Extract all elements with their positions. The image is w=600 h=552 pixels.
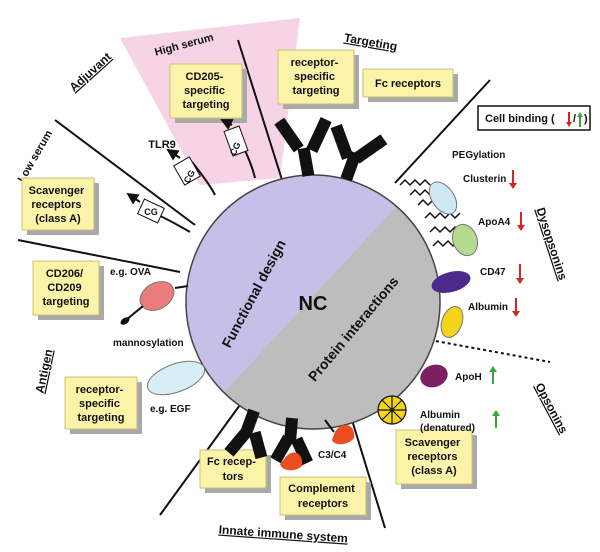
albumin-denatured-shape xyxy=(377,395,407,425)
receptor-left-box-text: receptor- specific targeting xyxy=(76,384,127,424)
ova-ellipse xyxy=(139,281,175,311)
section-dysopsonins: Dysopsonins xyxy=(534,206,571,282)
pegylation-label: PEGylation xyxy=(452,150,505,161)
nc-label: NC xyxy=(299,293,328,315)
antibody-bottom-2 xyxy=(270,417,313,466)
divider-upper-left xyxy=(54,119,196,226)
cd47-label: CD47 xyxy=(480,267,506,278)
albumin-down-arrow xyxy=(512,298,520,317)
cd47-down-arrow xyxy=(516,264,524,284)
albumin-denatured-up-arrow xyxy=(492,410,500,428)
egf-ellipse xyxy=(146,360,206,396)
cell-binding-legend xyxy=(477,105,591,131)
section-opsonins: Opsonins xyxy=(532,380,570,436)
scavenger-right-box-text: Scavenger receptors (class A) xyxy=(405,437,464,477)
legend-down-arrow-head xyxy=(566,122,572,127)
scavenger-right-box xyxy=(395,429,473,485)
fc-top-box xyxy=(362,68,454,98)
divider-upper-right xyxy=(394,79,491,184)
egf-label: e.g. EGF xyxy=(150,404,191,415)
complement-protein-2 xyxy=(332,424,355,445)
cd47-shape xyxy=(431,271,471,293)
cell-binding-text: Cell binding ( xyxy=(485,113,555,125)
low-serum-label: Low serum xyxy=(16,128,56,184)
apoh-up-arrow xyxy=(489,366,497,384)
cg-chain-3: CG xyxy=(126,192,191,233)
cd206-box-text: CD206/ CD209 targeting xyxy=(42,268,89,308)
albumin-shape xyxy=(440,306,464,338)
apoa4-shape xyxy=(451,223,479,257)
mannosylation-label: mannosylation xyxy=(113,338,184,349)
scavenger-left-box xyxy=(21,177,95,231)
cd205-box xyxy=(169,63,243,119)
nc-right-half xyxy=(186,175,440,429)
complement-protein-1 xyxy=(280,452,303,471)
clusterin-shape xyxy=(428,181,458,215)
fc-bottom-box-text: Fc recep- tors xyxy=(207,456,259,483)
complement-box-text: Complement receptors xyxy=(288,483,358,510)
clusterin-label: Clusterin xyxy=(463,174,506,185)
antibody-top-2 xyxy=(330,123,388,182)
albumin-label: Albumin xyxy=(468,302,508,313)
section-innate: Innate immune system xyxy=(218,523,348,546)
tlr9-label: TLR9 xyxy=(148,139,176,151)
divider-bottom xyxy=(351,419,386,529)
albumin-denatured-label: Albumin (denatured) xyxy=(420,410,475,434)
apoa4-label: ApoA4 xyxy=(478,217,511,228)
antibody-bottom-1 xyxy=(224,408,268,460)
mannose-dot xyxy=(120,317,130,325)
legend-up-arrow-head xyxy=(577,112,583,117)
receptor-top-box xyxy=(277,49,355,105)
legend-close: ) xyxy=(584,113,588,125)
clusterin-down-arrow xyxy=(509,170,517,189)
apoa4-down-arrow xyxy=(517,212,525,231)
cd206-box xyxy=(32,260,100,316)
antibody-top-1 xyxy=(274,117,332,177)
cd205-box-text: CD205- specific targeting xyxy=(182,71,229,111)
apoh-shape xyxy=(420,364,448,388)
ova-label: e.g. OVA xyxy=(110,267,151,278)
section-antigen: Antigen xyxy=(33,348,56,395)
divider-top xyxy=(237,39,284,184)
c3c4-label: C3/C4 xyxy=(318,450,347,461)
section-adjuvant: Adjuvant xyxy=(67,50,115,95)
nc-particle xyxy=(185,174,441,430)
svg-text:CG: CG xyxy=(144,207,158,217)
legend-slash: / xyxy=(573,113,576,125)
receptor-top-box-text: receptor- specific targeting xyxy=(291,57,342,97)
receptor-left-box xyxy=(64,376,138,430)
apoh-label: ApoH xyxy=(455,372,482,383)
divider-left xyxy=(17,239,181,273)
mannose-stalk xyxy=(125,305,144,321)
complement-box xyxy=(279,476,367,516)
scavenger-left-box-text: Scavenger receptors (class A) xyxy=(29,185,88,225)
divider-right-dotted xyxy=(429,339,551,363)
cg-chain-1: CG xyxy=(220,119,256,179)
fc-top-box-text: Fc receptors xyxy=(375,78,441,90)
